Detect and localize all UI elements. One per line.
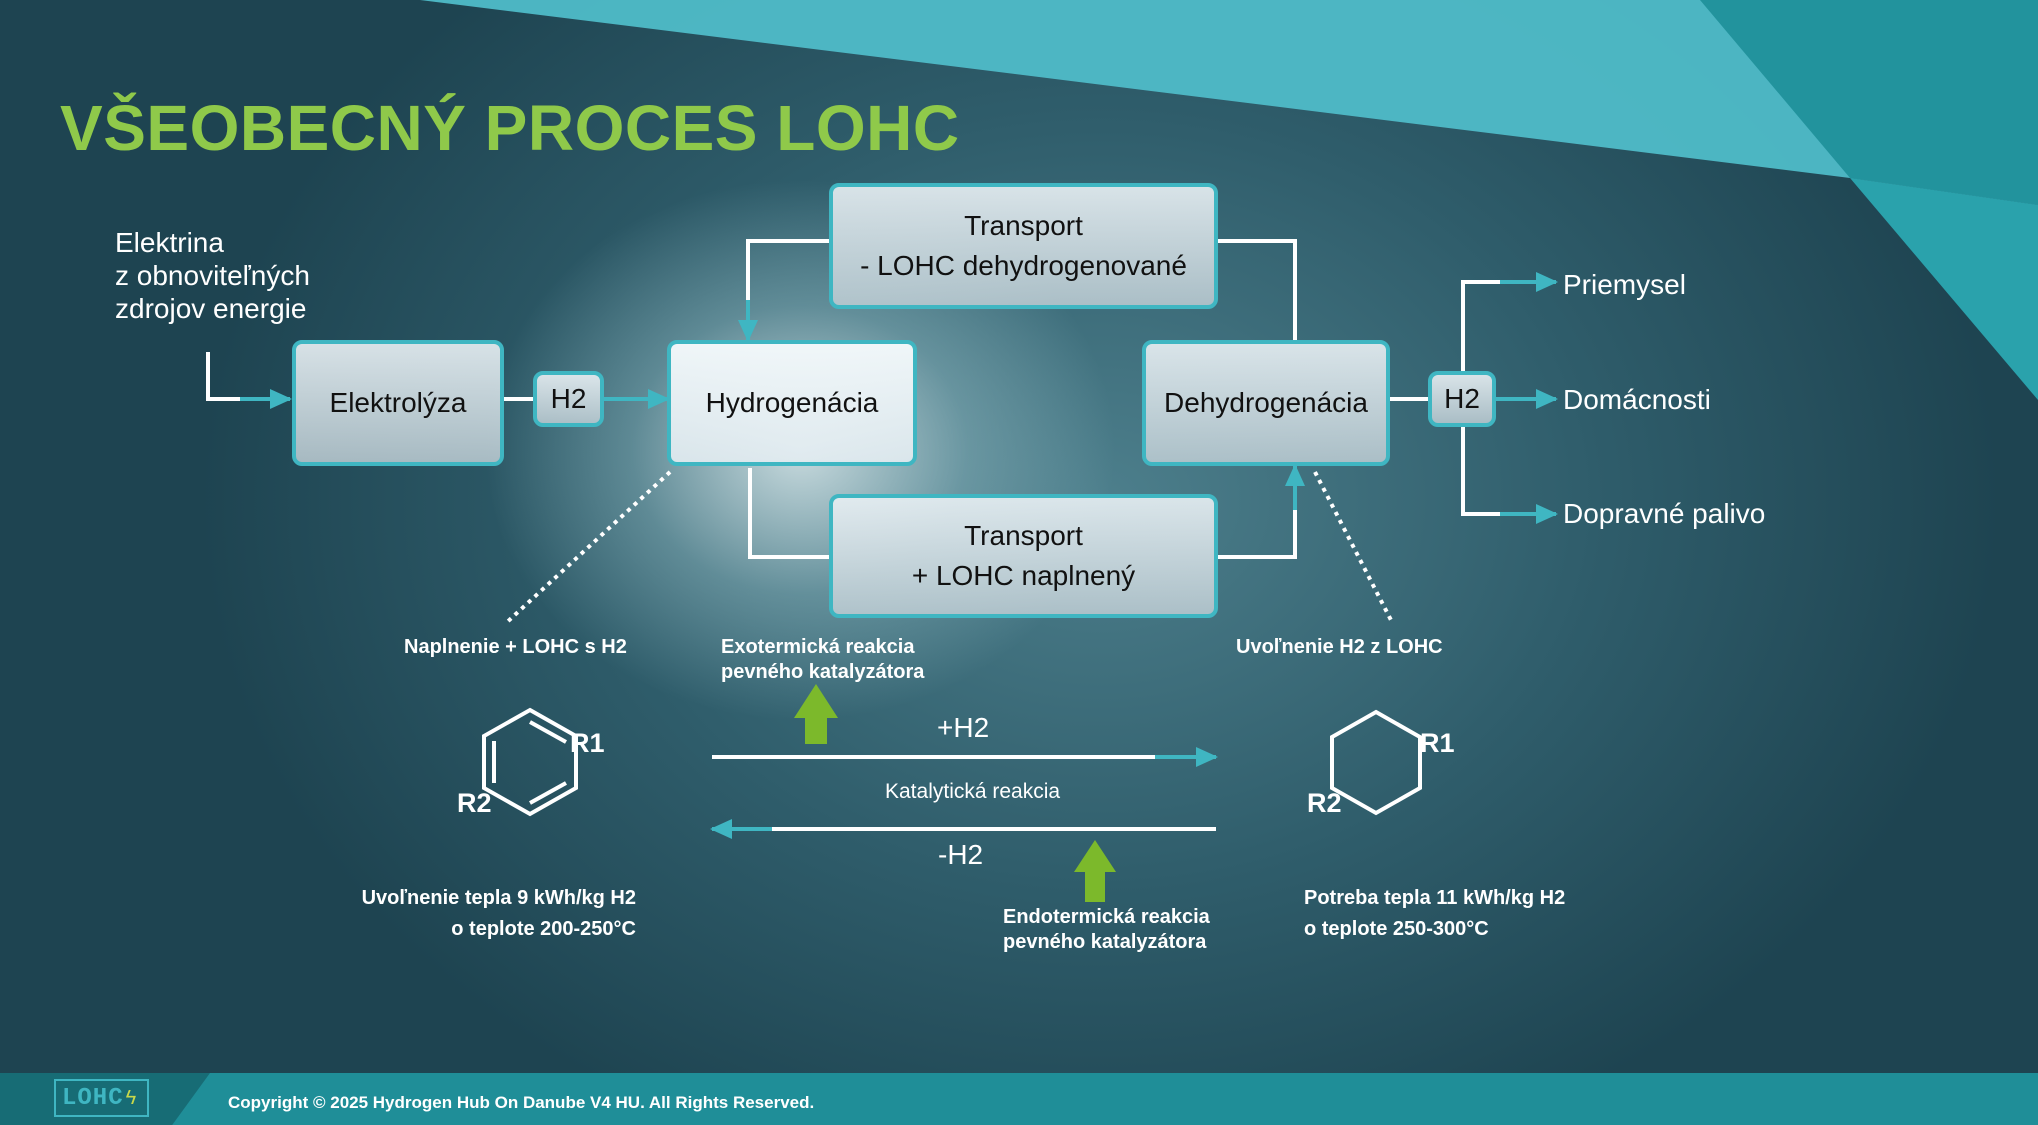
aromatic-ring-molecule: R1 R2: [457, 707, 605, 818]
minus-h2-label: -H2: [938, 839, 984, 870]
footer-bar: [0, 1073, 2038, 1125]
endothermic-label: Endotermická reakcia pevného katalyzátor…: [1003, 906, 1210, 953]
heat-release-label: Uvoľnenie tepla 9 kWh/kg H2 o teplote 20…: [361, 887, 636, 940]
decorative-banner: [420, 0, 2038, 400]
catalytic-reaction-label: Katalytická reakcia: [885, 780, 1061, 803]
filling-label: Naplnenie + LOHC s H2: [404, 636, 627, 658]
exothermic-arrow-icon: [794, 684, 838, 744]
release-label: Uvoľnenie H2 z LOHC: [1236, 636, 1443, 658]
output-households: Domácnosti: [1563, 384, 1711, 415]
lightning-icon: ϟ: [125, 1086, 137, 1109]
dehydrogenation-box: Dehydrogenácia: [1142, 340, 1390, 466]
plus-h2-label: +H2: [937, 712, 990, 743]
hydrogenation-box: Hydrogenácia: [667, 340, 917, 466]
h2-left-box: H2: [533, 371, 604, 427]
lohc-logo: LOHC ϟ: [54, 1079, 149, 1117]
transport-top-line1: Transport: [964, 210, 1083, 241]
endothermic-arrow-icon: [1074, 840, 1116, 902]
output-industry: Priemysel: [1563, 269, 1686, 300]
r2-label-left: R2: [457, 788, 492, 818]
h2-right-label: H2: [1444, 383, 1480, 414]
dehydrogenation-label: Dehydrogenácia: [1164, 387, 1368, 418]
heat-need-label: Potreba tepla 11 kWh/kg H2 o teplote 250…: [1304, 887, 1566, 940]
electrolysis-box: Elektrolýza: [292, 340, 504, 466]
page-title: VŠEOBECNÝ PROCES LOHC: [60, 92, 960, 164]
r1-label-left: R1: [570, 728, 605, 758]
h2-left-label: H2: [550, 383, 587, 414]
r1-label-right: R1: [1420, 728, 1455, 758]
output-transport-fuel: Dopravné palivo: [1563, 498, 1766, 529]
electrolysis-label: Elektrolýza: [329, 387, 467, 418]
source-label: Elektrina z obnoviteľných zdrojov energi…: [115, 227, 310, 324]
transport-top-box: Transport - LOHC dehydrogenované: [829, 183, 1218, 309]
h2-right-box: H2: [1428, 371, 1496, 427]
transport-top-line2: - LOHC dehydrogenované: [860, 250, 1187, 281]
saturated-ring-molecule: R1 R2: [1307, 709, 1455, 818]
copyright-text: Copyright © 2025 Hydrogen Hub On Danube …: [228, 1093, 815, 1112]
r2-label-right: R2: [1307, 788, 1342, 818]
hydrogenation-label: Hydrogenácia: [705, 387, 879, 418]
transport-bottom-line2: + LOHC naplnený: [911, 560, 1136, 591]
transport-bottom-line1: Transport: [964, 520, 1083, 551]
exothermic-label: Exotermická reakcia pevného katalyzátora: [721, 636, 925, 683]
transport-bottom-box: Transport + LOHC naplnený: [829, 494, 1218, 618]
